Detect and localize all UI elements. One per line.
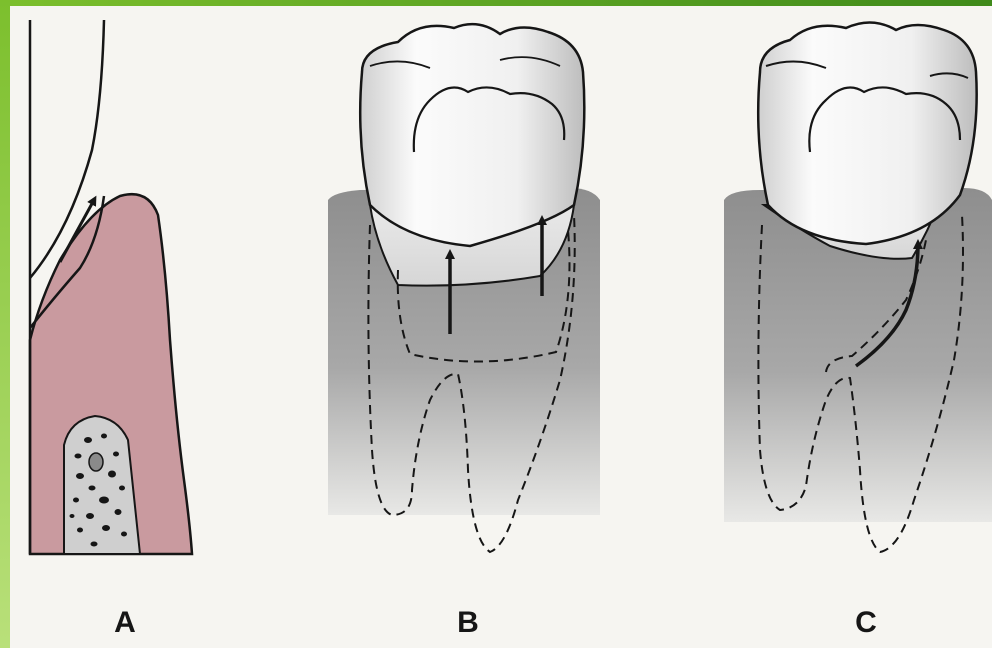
panel-label-a: A (95, 606, 155, 640)
panel-c-drawing (724, 22, 992, 552)
panel-label-c: C (836, 606, 896, 640)
crown-b (360, 24, 584, 246)
panel-a-drawing (30, 20, 192, 554)
panel-label-b: B (438, 606, 498, 640)
panel-b-drawing (328, 24, 600, 552)
crown-c (758, 22, 976, 244)
